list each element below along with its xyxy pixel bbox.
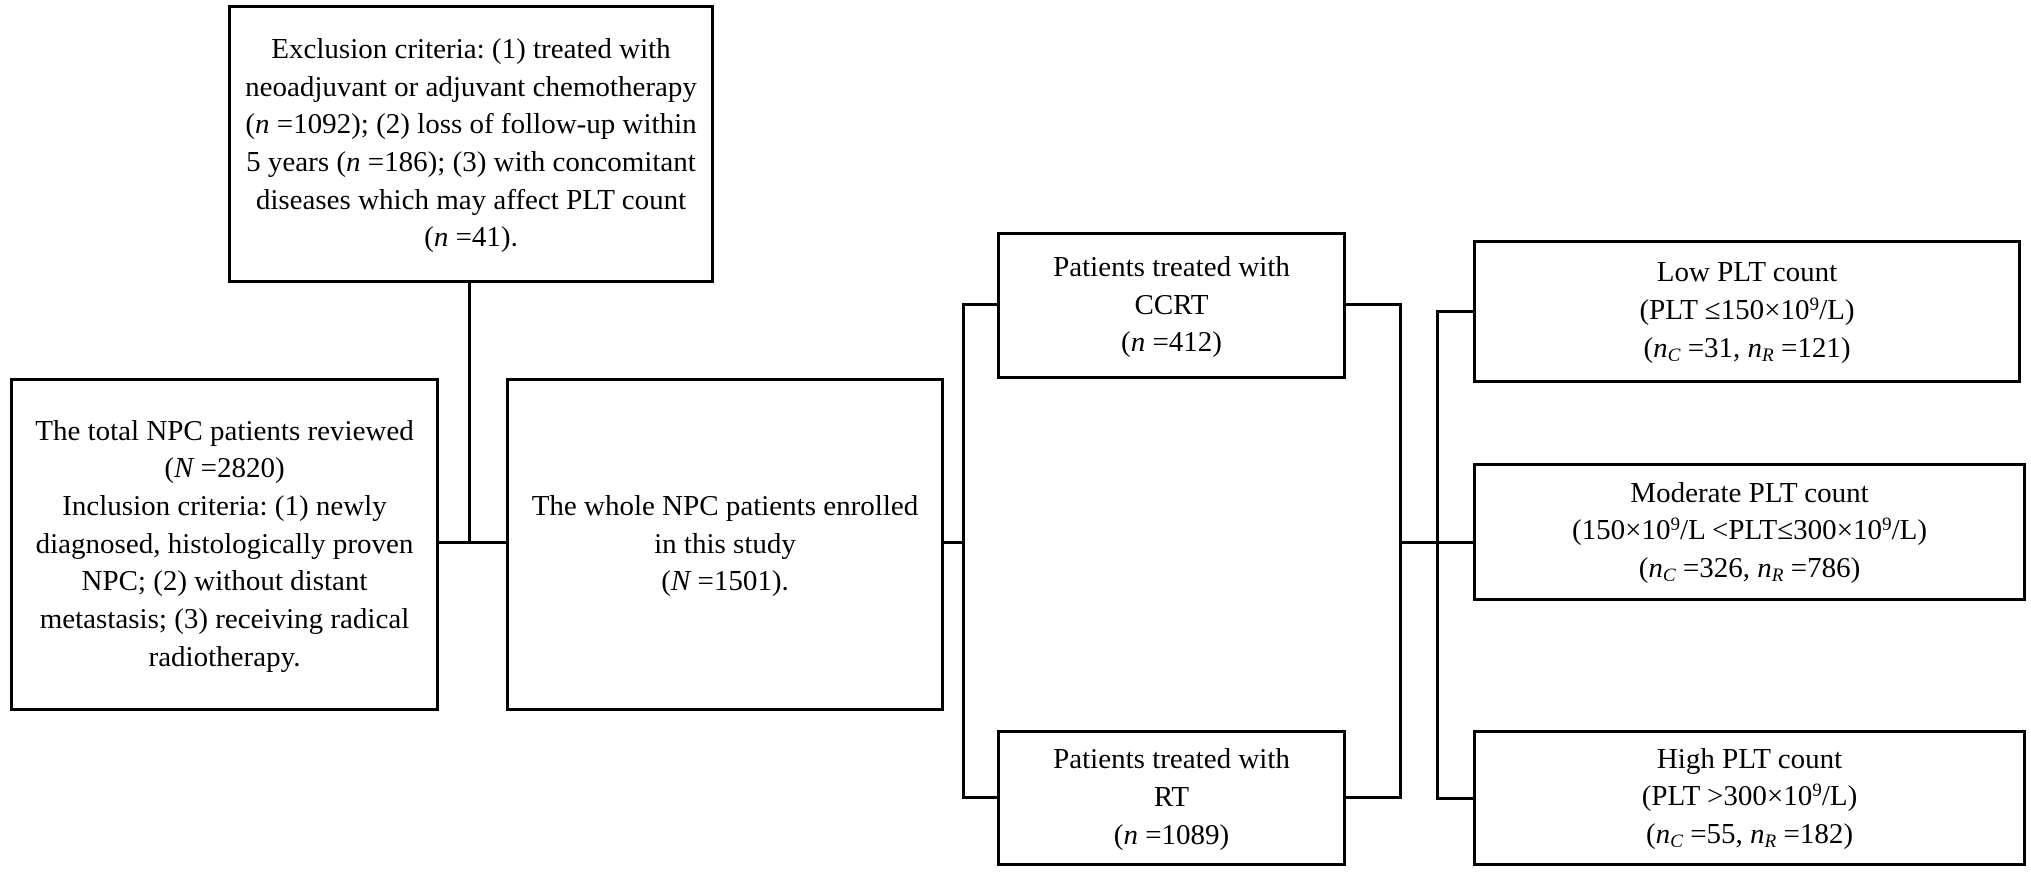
- rt-patients-box: Patients treated with RT (n =1089): [997, 730, 1346, 866]
- connector-merge-stub: [1399, 541, 1439, 544]
- connector-bracket-merge: [1399, 303, 1402, 799]
- connector-arm-ccrt: [962, 303, 1000, 306]
- high-plt-title: High PLT count: [1656, 742, 1843, 775]
- low-plt-count-text: Low PLT count (PLT ≤150×109/L) (nC =31, …: [1639, 256, 1855, 366]
- ccrt-patients-box: Patients treated with CCRT (n =412): [997, 232, 1346, 379]
- total-npc-patients-box: The total NPC patients reviewed (N =2820…: [10, 378, 439, 711]
- connector-exclusion-to-trunk: [468, 282, 471, 544]
- connector-total-to-enrolled: [437, 541, 507, 544]
- connector-arm-high-plt: [1436, 797, 1476, 800]
- connector-bracket-plt: [1436, 310, 1439, 800]
- connector-arm-rt: [962, 796, 1000, 799]
- total-npc-patients-text: The total NPC patients reviewed (N =2820…: [35, 414, 414, 673]
- high-plt-count-text: High PLT count (PLT >300×109/L) (nC =55,…: [1641, 742, 1858, 853]
- low-plt-title: Low PLT count: [1656, 256, 1838, 289]
- ccrt-patients-text: Patients treated with CCRT (n =412): [1053, 250, 1290, 359]
- connector-arm-low-plt: [1436, 310, 1476, 313]
- enrolled-patients-box: The whole NPC patients enrolled in this …: [506, 378, 944, 711]
- high-plt-count-box: High PLT count (PLT >300×109/L) (nC =55,…: [1473, 730, 2026, 866]
- moderate-plt-count-text: Moderate PLT count (150×109/L <PLT≤300×1…: [1571, 476, 1928, 587]
- connector-enrolled-to-bracket: [943, 541, 965, 544]
- exclusion-criteria-text: Exclusion criteria: (1) treated with neo…: [245, 32, 697, 254]
- moderate-plt-count-box: Moderate PLT count (150×109/L <PLT≤300×1…: [1473, 463, 2026, 601]
- exclusion-criteria-box: Exclusion criteria: (1) treated with neo…: [228, 5, 714, 283]
- connector-rt-outgoing: [1344, 796, 1402, 799]
- connector-ccrt-outgoing: [1344, 303, 1402, 306]
- moderate-plt-title: Moderate PLT count: [1630, 476, 1869, 509]
- rt-patients-text: Patients treated with RT (n =1089): [1053, 743, 1290, 851]
- low-plt-count-box: Low PLT count (PLT ≤150×109/L) (nC =31, …: [1473, 240, 2021, 383]
- enrolled-patients-text: The whole NPC patients enrolled in this …: [531, 489, 919, 598]
- connector-arm-moderate-plt: [1436, 541, 1476, 544]
- connector-bracket-treatment: [962, 303, 965, 799]
